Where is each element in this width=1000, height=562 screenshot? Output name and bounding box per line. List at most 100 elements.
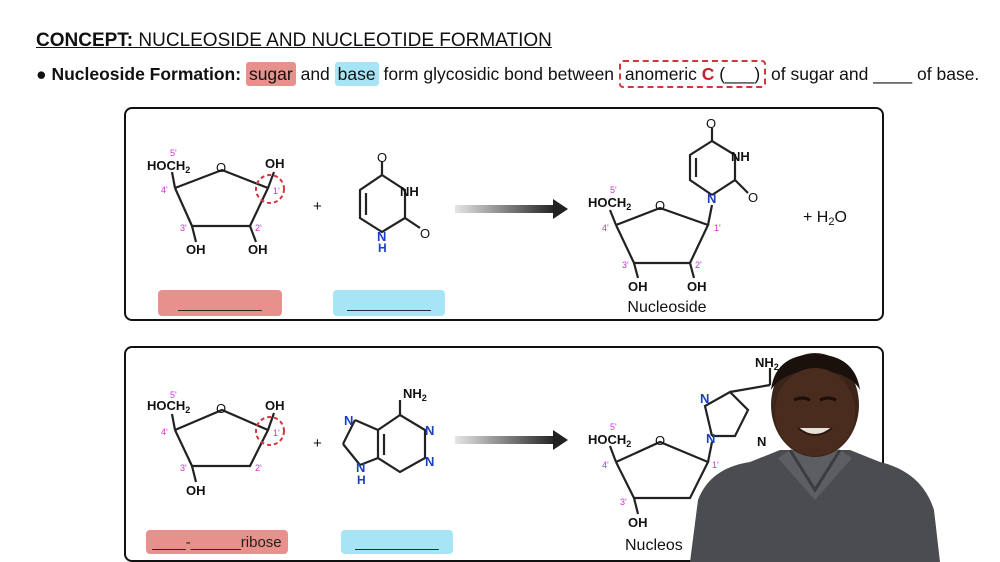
- base-blank-2: __________: [355, 534, 439, 551]
- concept-label: CONCEPT:: [36, 30, 134, 51]
- oh3-p1: OH: [628, 279, 648, 294]
- base-blank-1: __________: [347, 295, 431, 312]
- ring-o-p2: O: [655, 433, 665, 448]
- middle-text: form glycosidic bond between: [383, 64, 615, 84]
- plus-1: +: [313, 198, 322, 215]
- bullet-marker: ●: [36, 64, 47, 84]
- oh2-1: OH: [248, 242, 268, 257]
- water: + H2O: [803, 209, 847, 228]
- p2-nh2: NH2: [755, 355, 779, 372]
- sugar-answer-field-1[interactable]: __________: [158, 290, 282, 316]
- ribose-ring-1: [170, 168, 276, 243]
- uracil-o-right: O: [420, 226, 430, 241]
- prime4-2: 4': [161, 427, 168, 437]
- bullet-label: Nucleoside Formation:: [51, 64, 242, 84]
- oh-anomeric-2: OH: [265, 398, 285, 413]
- nucleoside-label-2: Nucleos: [625, 537, 683, 554]
- prime3-p1: 3': [622, 260, 629, 270]
- uridine-formation-panel: [124, 107, 884, 321]
- ring-o-1: O: [216, 160, 226, 175]
- adenine-h: H: [357, 473, 366, 487]
- p1-n: N: [707, 191, 716, 206]
- reaction-arrow-2: [455, 436, 555, 444]
- arrow-head-1: [553, 199, 568, 219]
- oh3-p2: OH: [628, 515, 648, 530]
- sugar-blank-1: __________: [178, 295, 262, 312]
- anomeric-circle-1: [255, 174, 285, 204]
- sugar-answer-field-2[interactable]: ____-______ribose: [146, 530, 288, 554]
- prime3-1: 3': [180, 223, 187, 233]
- p2-n-b: N: [706, 431, 715, 446]
- adenine-nh2: NH2: [403, 386, 427, 403]
- arrow-head-2: [553, 430, 568, 450]
- oh2-p1: OH: [687, 279, 707, 294]
- p1-nh: NH: [731, 149, 750, 164]
- base-answer-field-1[interactable]: __________: [333, 290, 445, 316]
- oh3-2: OH: [186, 483, 206, 498]
- hoch2-p1: HOCH2: [588, 195, 631, 212]
- prime3-2: 3': [180, 463, 187, 473]
- uracil-h: H: [378, 241, 387, 255]
- uracil-o-top: O: [377, 150, 387, 165]
- adenine-n7: N: [344, 413, 353, 428]
- oh3-1: OH: [186, 242, 206, 257]
- hoch2-p2: HOCH2: [588, 432, 631, 449]
- anomeric-word: anomeric: [624, 64, 697, 84]
- base-blank: ____: [873, 64, 913, 84]
- base-answer-field-2[interactable]: __________: [341, 530, 453, 554]
- adenine-n9: N: [356, 460, 365, 475]
- uracil-structure: [358, 162, 421, 234]
- prime5-p1: 5': [610, 185, 617, 195]
- reaction-arrow-1: [455, 205, 555, 213]
- ring-o-2: O: [216, 401, 226, 416]
- anomeric-c: C: [701, 64, 715, 84]
- p1-o-top: O: [706, 116, 716, 131]
- prime4-1: 4': [161, 185, 168, 195]
- adenine-n3: N: [425, 454, 434, 469]
- prime2-p1: 2': [695, 260, 702, 270]
- prime1-p2: 1': [712, 460, 719, 470]
- p2-n-c: N: [757, 434, 766, 449]
- hoch2-2: HOCH2: [147, 398, 190, 415]
- and-word: and: [300, 64, 330, 84]
- prime4-p2: 4': [602, 460, 609, 470]
- anomeric-box: anomeric C (___): [618, 60, 767, 88]
- adenine-structure: [342, 400, 427, 474]
- prime5-2: 5': [170, 390, 177, 400]
- nucleoside-formation-bullet: ● Nucleoside Formation: sugar and base f…: [36, 60, 980, 88]
- page-title: CONCEPT: NUCLEOSIDE AND NUCLEOTIDE FORMA…: [36, 30, 552, 52]
- anomeric-blank: (___): [719, 64, 761, 84]
- oh-anomeric-1: OH: [265, 156, 285, 171]
- p1-o-right: O: [748, 190, 758, 205]
- of-base: of base.: [917, 64, 980, 84]
- presenter-video-overlay: [690, 353, 940, 562]
- base-highlight: base: [334, 62, 379, 86]
- of-sugar-and: of sugar and: [771, 64, 869, 84]
- uracil-nh: NH: [400, 184, 419, 199]
- prime1-p1: 1': [714, 223, 721, 233]
- concept-text: NUCLEOSIDE AND NUCLEOTIDE FORMATION: [138, 30, 552, 51]
- prime1-2: 1': [273, 428, 280, 438]
- anomeric-circle-2: [255, 416, 285, 446]
- uracil-n: N: [377, 229, 386, 244]
- nucleoside-label-1: Nucleoside: [627, 299, 706, 316]
- p2-n-a: N: [700, 391, 709, 406]
- nucleoside-ring-2: [608, 368, 772, 515]
- prime1-1: 1': [273, 186, 280, 196]
- sugar-highlight: sugar: [245, 62, 296, 86]
- adenosine-formation-panel: [124, 346, 884, 562]
- hoch2-1: HOCH2: [147, 158, 190, 175]
- ring-o-p1: O: [655, 198, 665, 213]
- deoxyribose-ring-2: [170, 408, 276, 483]
- prime5-p2: 5': [610, 422, 617, 432]
- plus-2: +: [313, 435, 322, 452]
- prime2-1: 2': [255, 223, 262, 233]
- sugar-blank-2: ____-______ribose: [152, 534, 282, 551]
- prime2-2: 2': [255, 463, 262, 473]
- adenine-n1: N: [425, 423, 434, 438]
- prime5-1: 5': [170, 148, 177, 158]
- nucleoside-ring-1: [608, 128, 749, 279]
- prime4-p1: 4': [602, 223, 609, 233]
- prime3-p2: 3': [620, 497, 627, 507]
